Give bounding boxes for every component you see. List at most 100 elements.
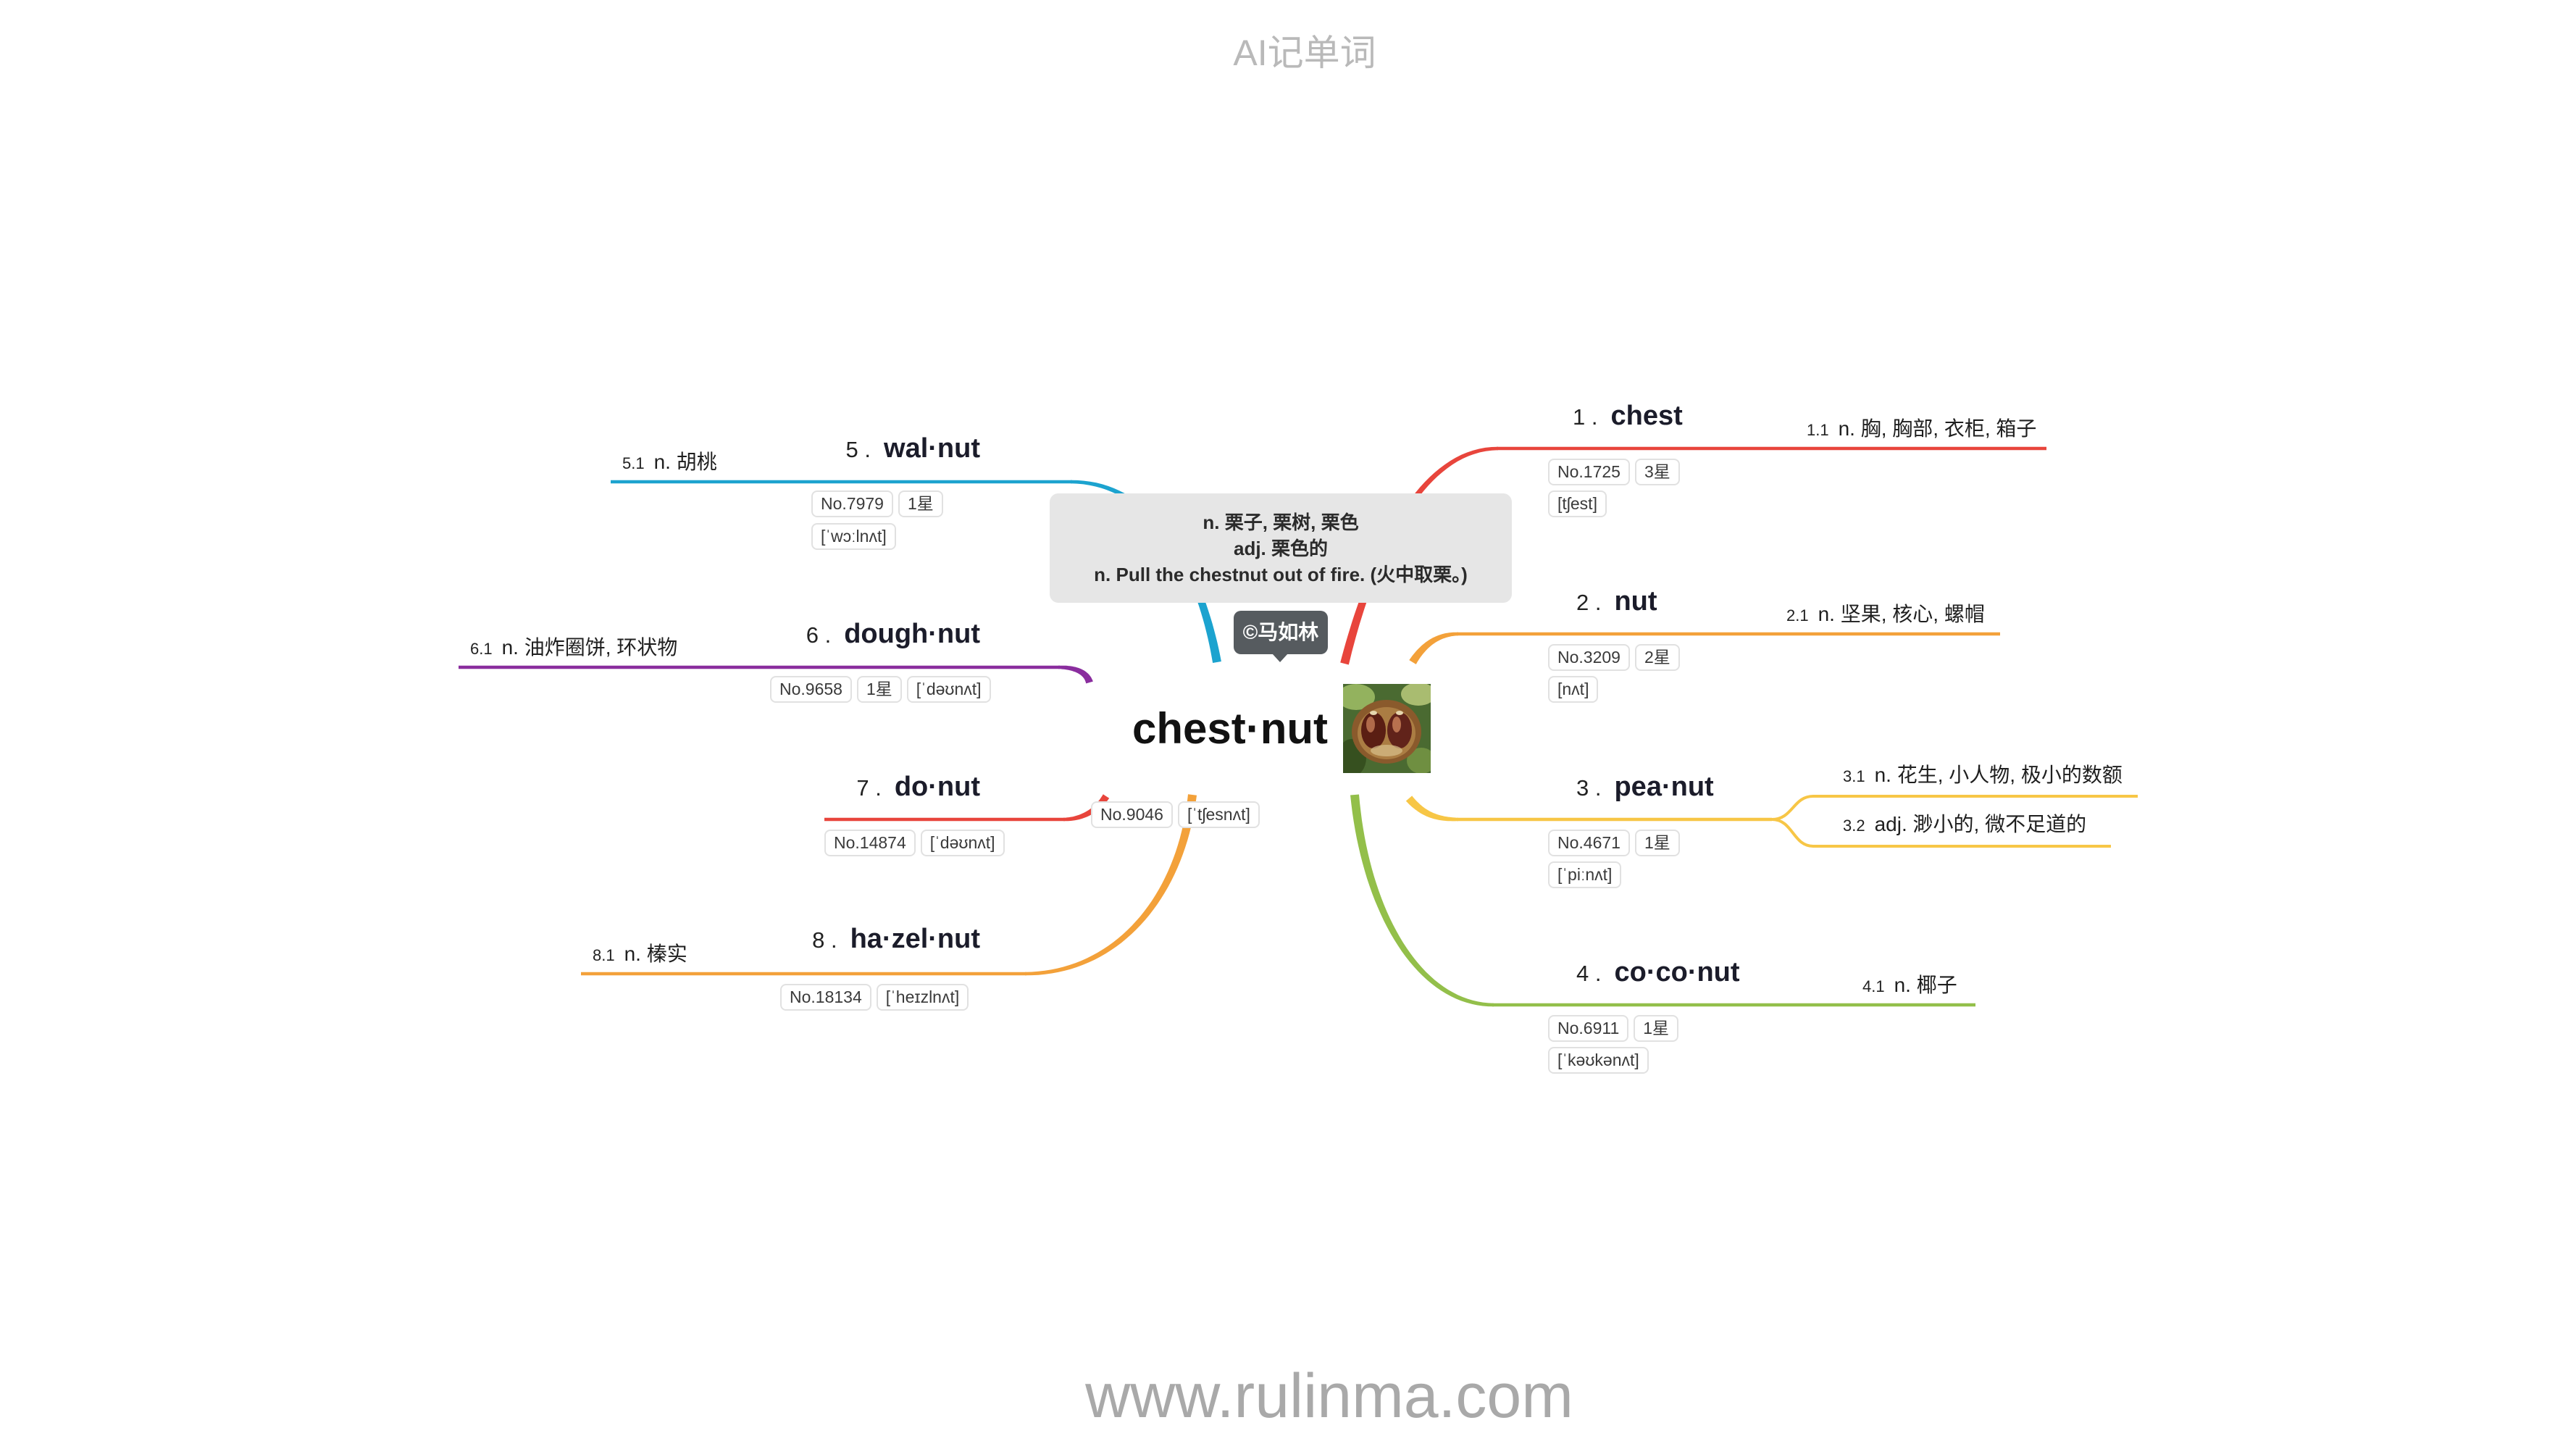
topic-walnut[interactable]: 5 . wal·nut [846, 433, 980, 466]
topic-nut[interactable]: 2 . nut [1576, 585, 1657, 619]
phonetic-tag: [ˈpiːnʌt] [1548, 861, 1622, 888]
meaning-2-1[interactable]: 2.1 n. 坚果, 核心, 螺帽 [1786, 601, 1985, 629]
tag-row: No.9658 1星 [ˈdəʊnʌt] [770, 676, 991, 703]
tag-row: No.1725 3星 [1548, 459, 1680, 485]
star-tag: 1星 [856, 676, 902, 703]
meaning-3-1[interactable]: 3.1 n. 花生, 小人物, 极小的数额 [1843, 762, 2123, 790]
topic-coconut[interactable]: 4 . co·co·nut [1576, 956, 1740, 990]
branch-8-connector [1025, 794, 1197, 976]
phonetic-tag: [ˈdəʊnʌt] [920, 830, 1005, 856]
rank-tag: No.7979 [811, 490, 893, 517]
rank-tag: No.1725 [1548, 459, 1630, 485]
star-tag: 1星 [1634, 1015, 1679, 1042]
chestnut-photo [1337, 682, 1436, 777]
topic-chest[interactable]: 1 .chest [1573, 400, 1683, 433]
branch-2-connector [1409, 632, 1458, 664]
topic-word: pea·nut [1614, 772, 1714, 802]
topic-word: co·co·nut [1614, 957, 1740, 987]
phonetic-tag: [tʃest] [1548, 490, 1607, 517]
tag-row: No.4671 1星 [1548, 830, 1680, 856]
phonetic-tag: [ˈkəʊkənʌt] [1548, 1047, 1649, 1074]
topic-index: 5 . [845, 437, 871, 462]
phonetic-tag: [ˈtʃesnʌt] [1177, 801, 1260, 828]
meaning-index: 1.1 [1807, 421, 1829, 439]
central-topic[interactable]: chest·nut [1132, 704, 1328, 753]
app-title: AI记单词 [1233, 33, 1376, 73]
topic-peanut[interactable]: 3 . pea·nut [1576, 771, 1714, 804]
meaning-text: n. 胸, 胸部, 衣柜, 箱子 [1838, 417, 2037, 440]
meaning-index: 5.1 [622, 454, 645, 472]
phonetic-tag: [ˈheɪzlnʌt] [876, 984, 969, 1011]
meaning-index: 6.1 [470, 640, 493, 658]
branch-4-connector [1350, 794, 1494, 1007]
rank-tag: No.6911 [1548, 1015, 1629, 1042]
star-tag: 1星 [1634, 830, 1680, 856]
meaning-index: 2.1 [1786, 606, 1809, 625]
meaning-text: n. 胡桃 [653, 451, 717, 473]
tag-row: [ˈwɔːlnʌt] [811, 523, 896, 550]
topic-index: 1 . [1573, 404, 1598, 430]
topic-hazelnut[interactable]: 8 . ha·zel·nut [812, 923, 980, 956]
definition-note: n. 栗子, 栗树, 栗色 adj. 栗色的 n. Pull the chest… [1050, 493, 1512, 603]
author-badge: ©马如林 [1234, 611, 1328, 654]
topic-word: ha·zel·nut [850, 924, 980, 954]
topic-word: wal·nut [884, 433, 980, 464]
meaning-index: 3.1 [1843, 767, 1865, 785]
topic-word: nut [1614, 586, 1657, 617]
tag-row: No.3209 2星 [1548, 644, 1680, 671]
tag-row: [nʌt] [1548, 676, 1599, 703]
website-url: www.rulinma.com [1085, 1361, 1573, 1431]
meaning-text: adj. 渺小的, 微不足道的 [1874, 813, 2087, 835]
star-tag: 3星 [1634, 459, 1680, 485]
rank-tag: No.3209 [1548, 644, 1630, 671]
meaning-3-2[interactable]: 3.2 adj. 渺小的, 微不足道的 [1843, 811, 2086, 839]
topic-index: 8 . [812, 927, 837, 953]
central-tag-row: No.9046 [ˈtʃesnʌt] [1091, 801, 1260, 828]
note-line-3: n. Pull the chestnut out of fire. (火中取栗。… [1094, 564, 1468, 585]
topic-donut[interactable]: 7 . do·nut [856, 771, 980, 804]
topic-doughnut[interactable]: 6 . dough·nut [806, 618, 980, 651]
topic-word: dough·nut [844, 619, 980, 649]
meaning-5-1[interactable]: 5.1 n. 胡桃 [622, 449, 717, 477]
meaning-text: n. 榛实 [624, 943, 687, 965]
note-line-1: n. 栗子, 栗树, 栗色 [1203, 511, 1359, 533]
topic-index: 7 . [856, 775, 882, 801]
meaning-3-2-connector [1771, 818, 2111, 848]
topic-word: do·nut [894, 772, 980, 802]
tag-row: No.7979 1星 [811, 490, 943, 517]
phonetic-tag: [ˈwɔːlnʌt] [811, 523, 896, 550]
meaning-1-1[interactable]: 1.1 n. 胸, 胸部, 衣柜, 箱子 [1807, 416, 2036, 443]
meaning-3-1-connector [1771, 795, 2138, 821]
tag-row: [tʃest] [1548, 490, 1607, 517]
tag-row: No.14874 [ˈdəʊnʌt] [824, 830, 1005, 856]
meaning-text: n. 椰子 [1894, 974, 1957, 996]
rank-tag: No.9046 [1091, 801, 1173, 828]
meaning-index: 8.1 [593, 946, 615, 964]
topic-index: 2 . [1576, 590, 1602, 615]
star-tag: 1星 [898, 490, 943, 517]
badge-pointer [1272, 653, 1288, 662]
branch-3-connector [1405, 796, 1458, 822]
topic-index: 4 . [1576, 961, 1602, 986]
meaning-index: 3.2 [1843, 817, 1865, 835]
rank-tag: No.9658 [770, 676, 852, 703]
meaning-text: n. 花生, 小人物, 极小的数额 [1874, 764, 2123, 786]
tag-row: No.18134 [ˈheɪzlnʌt] [780, 984, 969, 1011]
branch-1-connector [1340, 446, 1498, 665]
tag-row: [ˈpiːnʌt] [1548, 861, 1622, 888]
meaning-8-1[interactable]: 8.1 n. 榛实 [593, 941, 687, 969]
rank-tag: No.4671 [1548, 830, 1630, 856]
branch-6-connector [1058, 665, 1093, 684]
meaning-text: n. 坚果, 核心, 螺帽 [1818, 603, 1985, 625]
topic-index: 3 . [1576, 775, 1602, 801]
tag-row: No.6911 1星 [1548, 1015, 1679, 1042]
meaning-4-1[interactable]: 4.1 n. 椰子 [1862, 972, 1957, 1000]
rank-tag: No.18134 [780, 984, 871, 1011]
topic-index: 6 . [806, 622, 832, 648]
star-tag: 2星 [1634, 644, 1680, 671]
tag-row: [ˈkəʊkənʌt] [1548, 1047, 1649, 1074]
meaning-index: 4.1 [1862, 977, 1885, 995]
note-line-2: adj. 栗色的 [1233, 538, 1328, 559]
